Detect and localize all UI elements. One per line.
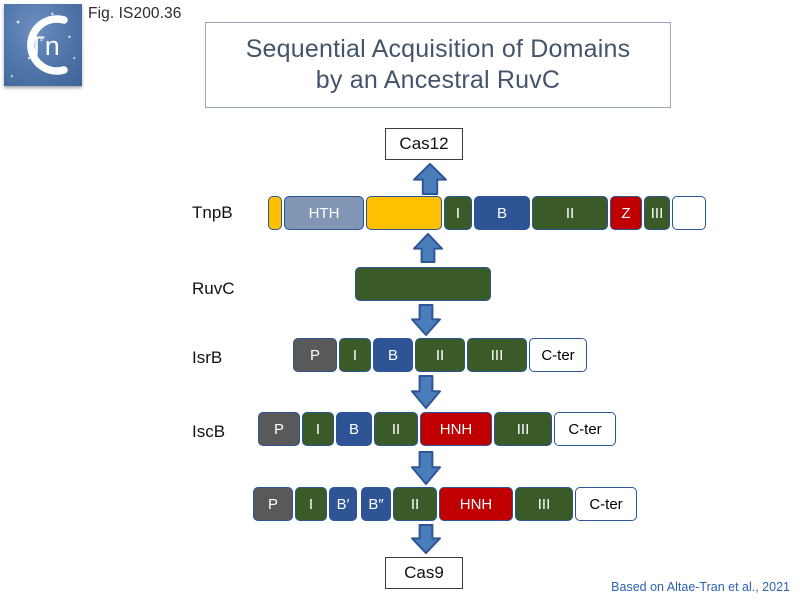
- domain-segment-iscb-II: II: [374, 412, 418, 446]
- domain-segment-label: II: [410, 495, 420, 513]
- domain-segment-label: P: [273, 420, 284, 438]
- domain-segment-label: III: [537, 495, 551, 513]
- domain-segment-iscb-HNH: HNH: [420, 412, 492, 446]
- domain-segment-label: II: [391, 420, 401, 438]
- domain-segment-iscb-B: B: [336, 412, 372, 446]
- domain-segment-iscb-I: I: [302, 412, 334, 446]
- domain-segment-label: III: [490, 346, 504, 364]
- domain-segment-cas9-precursor-II: II: [393, 487, 437, 521]
- domain-segment-label: B: [496, 204, 507, 222]
- domain-segment-iscb-P: P: [258, 412, 300, 446]
- page-title: Sequential Acquisition of Domains by an …: [205, 22, 671, 108]
- domain-segment-label: Z: [621, 204, 631, 222]
- domain-segment-label: HNH: [439, 420, 473, 438]
- row-label-isrb: IsrB: [192, 348, 223, 367]
- domain-segment-tnpb-I: I: [444, 196, 472, 230]
- domain-segment-tnpb-blank8: [672, 196, 706, 230]
- arrow-tnpb-to-cas12: [412, 162, 448, 196]
- domain-segment-cas9-precursor-HNH: HNH: [439, 487, 513, 521]
- domain-segment-tnpb-III: III: [644, 196, 670, 230]
- domain-track-iscb: P I B II HNH III C-ter: [258, 412, 616, 446]
- domain-segment-label: III: [650, 204, 664, 222]
- domain-segment-cas9-precursor-P: P: [253, 487, 293, 521]
- arrow-precursor-to-cas9: [410, 523, 442, 555]
- domain-segment-label: C-ter: [541, 346, 575, 364]
- domain-segment-isrb-B: B: [373, 338, 413, 372]
- domain-segment-isrb-II: II: [415, 338, 465, 372]
- domain-segment-cas9-precursor-B: B″: [361, 487, 391, 521]
- domain-segment-label: B: [387, 346, 398, 364]
- domain-segment-label: II: [565, 204, 575, 222]
- arrow-isrb-to-iscb: [410, 374, 442, 410]
- domain-track-cas9-precursor: P I B′ B″ II HNH III C-ter: [253, 487, 637, 521]
- arrow-ruvc-to-isrb: [410, 303, 442, 337]
- domain-segment-label: III: [516, 420, 530, 438]
- title-line-1: Sequential Acquisition of Domains: [245, 35, 631, 63]
- domain-segment-label: P: [267, 495, 278, 513]
- domain-segment-isrb-I: I: [339, 338, 371, 372]
- domain-segment-isrb-Cter: C-ter: [529, 338, 587, 372]
- row-label-iscb: IscB: [192, 422, 226, 441]
- cas9-box-label: Cas9: [404, 563, 444, 582]
- source-credit: Based on Altae-Tran et al., 2021: [611, 580, 790, 594]
- row-label-tnpb: TnpB: [192, 203, 233, 222]
- domain-segment-label: I: [352, 346, 358, 364]
- domain-segment-label: P: [309, 346, 320, 364]
- domain-segment-label: C-ter: [568, 420, 602, 438]
- domain-segment-label: HTH: [308, 204, 340, 222]
- domain-track-ruvc: [355, 267, 491, 301]
- domain-track-tnpb: HTH I B II Z III: [268, 196, 706, 230]
- domain-segment-label: B′: [336, 495, 350, 513]
- domain-segment-tnpb-B: B: [474, 196, 530, 230]
- domain-segment-label: I: [455, 204, 461, 222]
- cas12-box-label: Cas12: [399, 134, 449, 153]
- figure-label: Fig. IS200.36: [88, 5, 182, 22]
- domain-segment-cas9-precursor-Cter: C-ter: [575, 487, 637, 521]
- domain-segment-cas9-precursor-III: III: [515, 487, 573, 521]
- row-label-ruvc: RuvC: [192, 279, 235, 298]
- domain-segment-label: C-ter: [589, 495, 623, 513]
- title-line-2: by an Ancestral RuvC: [315, 66, 561, 94]
- cas12-box: Cas12: [385, 128, 463, 160]
- domain-segment-tnpb-II: II: [532, 196, 608, 230]
- domain-segment-label: I: [315, 420, 321, 438]
- domain-segment-iscb-Cter: C-ter: [554, 412, 616, 446]
- domain-segment-ruvc-blank0: [355, 267, 491, 301]
- domain-segment-label: HNH: [459, 495, 493, 513]
- domain-segment-label: II: [435, 346, 445, 364]
- domain-segment-label: B: [348, 420, 359, 438]
- arrow-ruvc-to-tnpb: [412, 232, 444, 264]
- arrow-iscb-to-cas9-precursor: [410, 450, 442, 486]
- cas9-box: Cas9: [385, 557, 463, 589]
- domain-segment-tnpb-blank2: [366, 196, 442, 230]
- domain-segment-iscb-III: III: [494, 412, 552, 446]
- domain-segment-label: I: [308, 495, 314, 513]
- domain-segment-tnpb-blank0: [268, 196, 282, 230]
- ctn-logo: Tn: [4, 4, 82, 86]
- domain-segment-tnpb-Z: Z: [610, 196, 642, 230]
- domain-segment-isrb-P: P: [293, 338, 337, 372]
- domain-segment-isrb-III: III: [467, 338, 527, 372]
- domain-segment-cas9-precursor-I: I: [295, 487, 327, 521]
- domain-segment-label: B″: [368, 495, 384, 513]
- domain-segment-cas9-precursor-B: B′: [329, 487, 357, 521]
- domain-segment-tnpb-HTH: HTH: [284, 196, 364, 230]
- svg-text:Tn: Tn: [28, 31, 60, 61]
